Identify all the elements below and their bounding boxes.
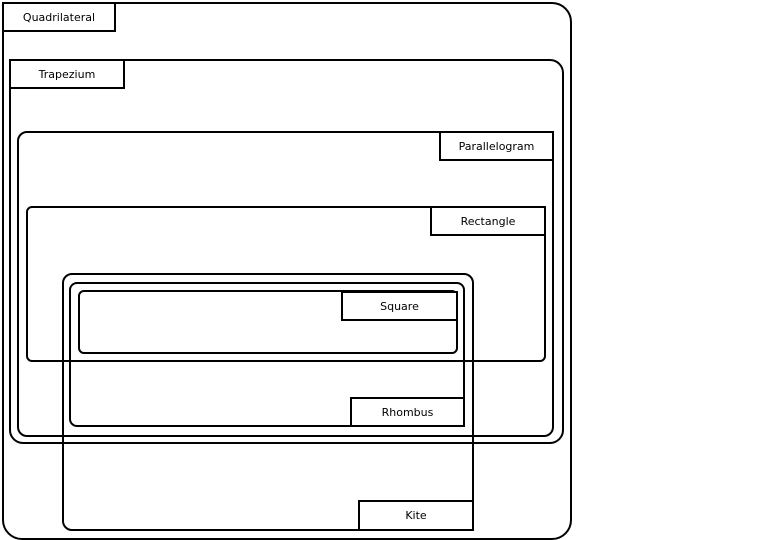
- kite-box: [62, 273, 474, 531]
- rhombus-label: Rhombus: [350, 397, 465, 427]
- kite-label: Kite: [358, 500, 474, 531]
- quadrilateral-label: Quadrilateral: [2, 2, 116, 32]
- quadrilateral-box: [2, 2, 572, 540]
- rectangle-label: Rectangle: [430, 206, 546, 236]
- rectangle-box: [26, 206, 546, 362]
- rhombus-box: [69, 282, 465, 427]
- square-box: [78, 290, 458, 354]
- parallelogram-label: Parallelogram: [439, 131, 554, 161]
- trapezium-box: [9, 59, 564, 444]
- trapezium-label: Trapezium: [9, 59, 125, 89]
- parallelogram-box: [17, 131, 554, 437]
- square-label: Square: [341, 291, 458, 321]
